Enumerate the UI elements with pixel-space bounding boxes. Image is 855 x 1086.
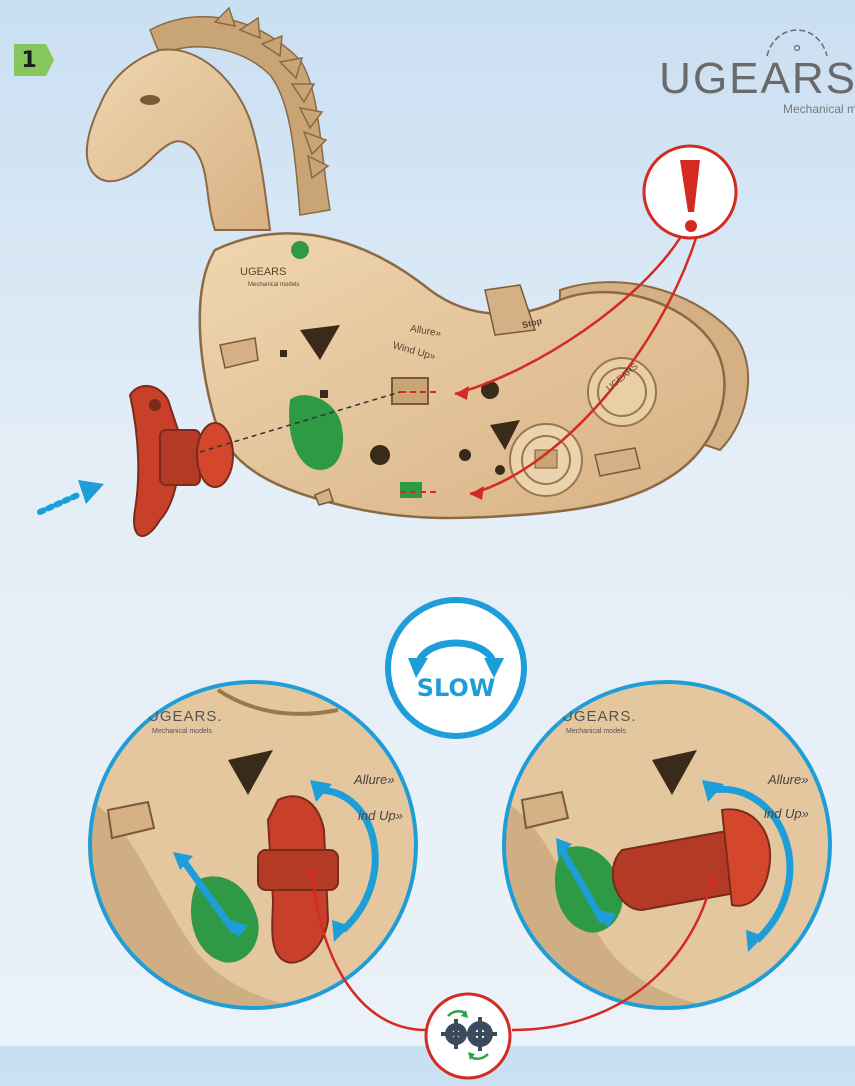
zoom-right-tagline: Mechanical models: [566, 728, 626, 735]
zoom-detail-left: UGEARS. Mechanical models Allure» ind Up…: [88, 680, 418, 1010]
warning-exclamation-icon: [644, 146, 736, 238]
slow-label: SLOW: [382, 674, 530, 702]
slow-speed-badge: SLOW: [382, 594, 530, 742]
zoom-left-brand: UGEARS.: [148, 708, 223, 725]
zoom-right-allure: Allure»: [768, 772, 808, 787]
horse-head: [87, 50, 270, 230]
zoom-left-wind-up: ind Up»: [358, 808, 403, 823]
zoom-left-allure: Allure»: [354, 772, 394, 787]
direction-arrow-icon: [40, 480, 104, 512]
plate-tagline: Mechanical models: [248, 282, 299, 288]
zoom-detail-right: UGEARS. Mechanical models Allure» ind Up…: [502, 680, 832, 1010]
rotate-arrows-icon: [382, 594, 530, 742]
horse-model-illustration: [0, 0, 855, 580]
gears-badge: [422, 990, 514, 1082]
zoom-right-brand: UGEARS.: [562, 708, 637, 725]
zoom-right-wind-up: ind Up»: [764, 806, 809, 821]
zoom-left-tagline: Mechanical models: [152, 728, 212, 735]
gears-icon: [422, 990, 514, 1082]
plate-brand: UGEARS: [240, 266, 286, 278]
